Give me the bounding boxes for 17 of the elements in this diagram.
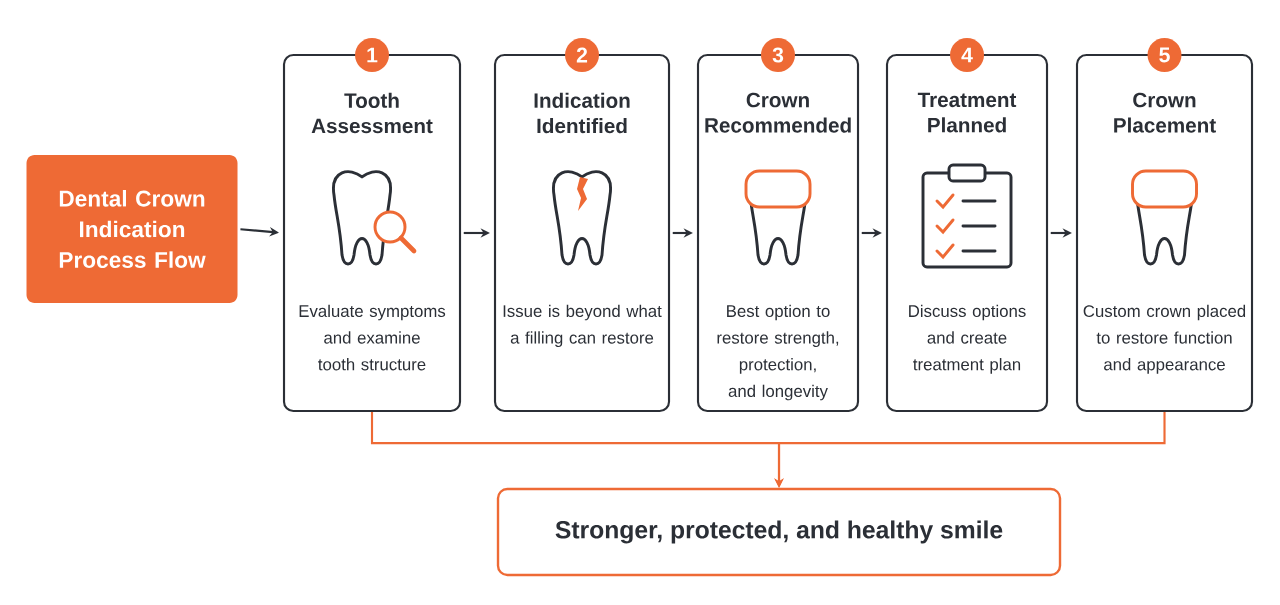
step-title: Treatment Planned xyxy=(917,92,1017,133)
step-title: Crown Placement xyxy=(1114,92,1216,133)
step-title: Tooth Assessment xyxy=(311,92,433,134)
step-number: 5 xyxy=(1147,38,1182,72)
result-box: Stronger, protected, and healthy smile xyxy=(496,487,1062,577)
step-title: Crown Recommended xyxy=(705,92,851,133)
step-number: 4 xyxy=(950,38,984,72)
step-number: 3 xyxy=(761,38,795,72)
title-box: Dental Crown Indication Process Flow xyxy=(26,155,238,303)
step-number: 1 xyxy=(355,38,389,72)
step-description: Evaluate symptoms and examine tooth structure xyxy=(299,304,446,371)
step-number: 2 xyxy=(565,38,599,72)
step-description: Discuss options and create treatment plan xyxy=(909,304,1026,374)
step-description: Issue is beyond what a filling can restore xyxy=(503,304,662,348)
step-description: Custom crown placed to restore function and appearance xyxy=(1083,304,1246,374)
step-description: Best option to restore strength, protection, and longevity xyxy=(717,304,839,401)
step-title: Indication Identified xyxy=(534,92,630,134)
